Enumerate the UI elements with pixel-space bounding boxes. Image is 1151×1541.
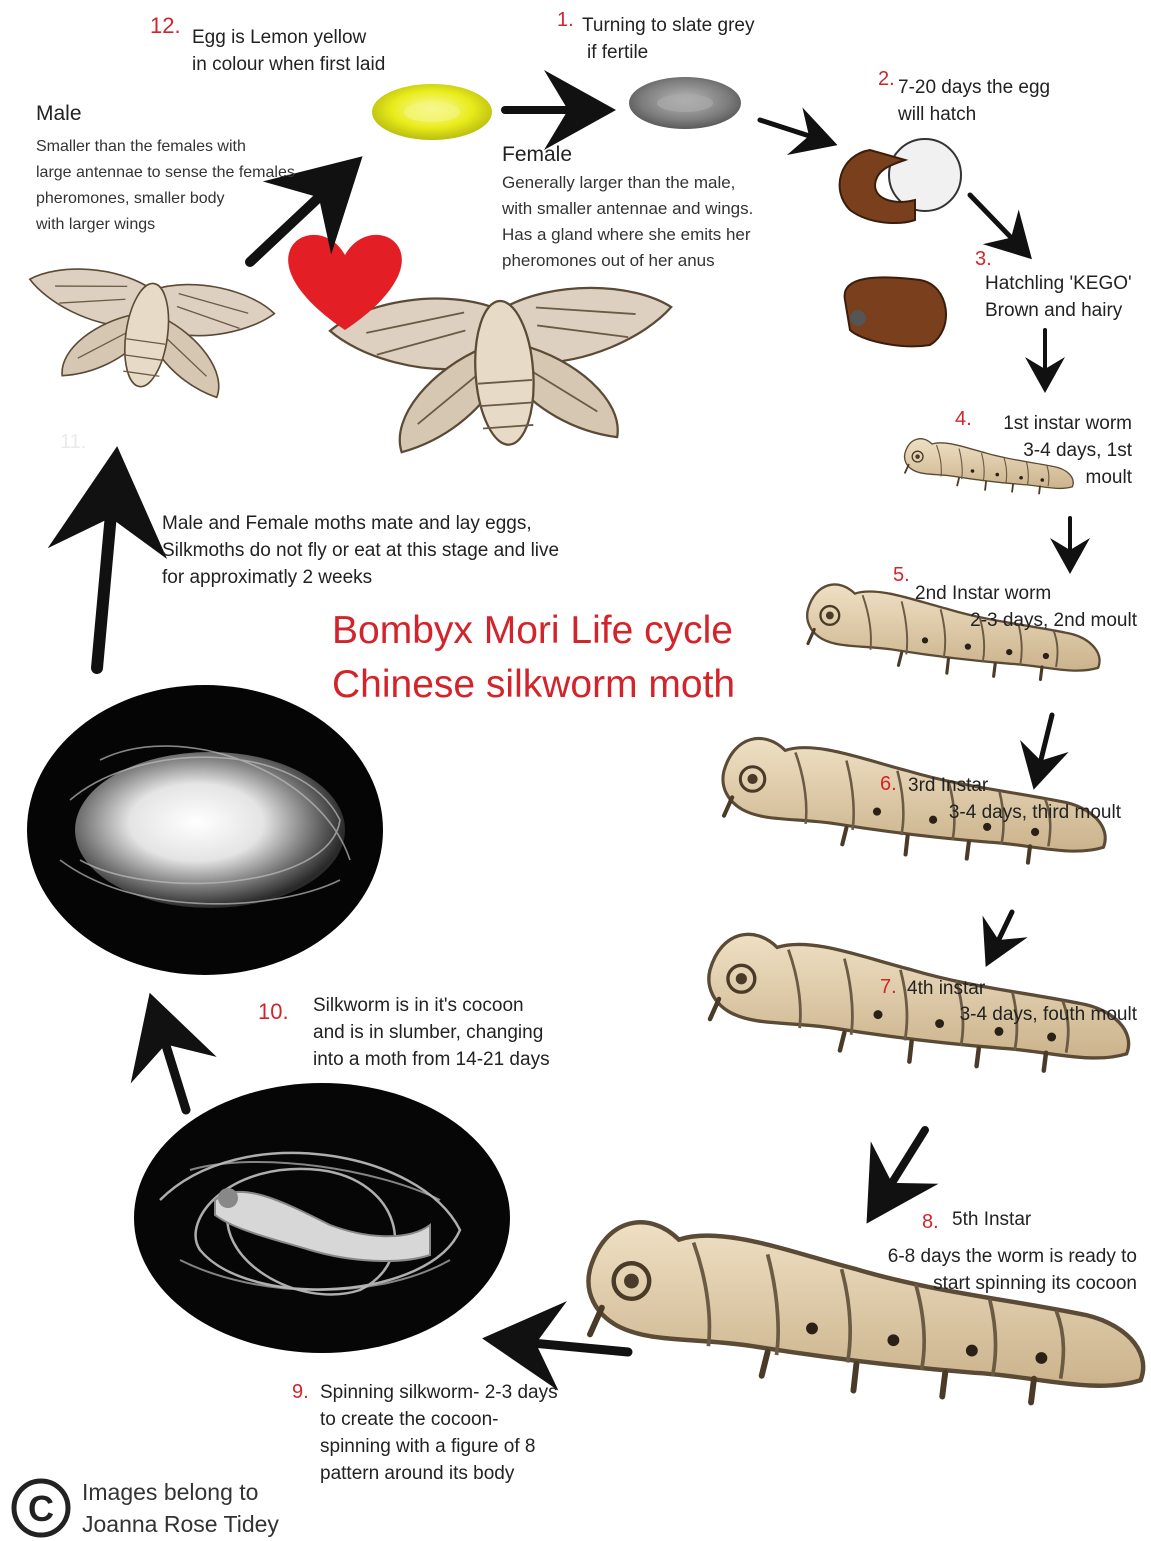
arrow-icon xyxy=(97,470,115,668)
stage-12-number: 12. xyxy=(150,14,181,38)
stage-3-line-2: Brown and hairy xyxy=(985,297,1122,324)
stage-1-number: 1. xyxy=(557,8,574,32)
stage-9-line-1: Spinning silkworm- 2-3 days xyxy=(320,1379,558,1406)
female-line-4: pheromones out of her anus xyxy=(502,248,715,274)
stage-9-line-4: pattern around its body xyxy=(320,1460,514,1487)
stage-10-line-3: into a moth from 14-21 days xyxy=(313,1046,550,1073)
female-line-2: with smaller antennae and wings. xyxy=(502,196,753,222)
hatchling-with-eggshell xyxy=(840,139,961,346)
credit-line-1: Images belong to xyxy=(82,1476,279,1508)
stage-7-line-2: 3-4 days, fouth moult xyxy=(960,1001,1137,1028)
female-heading: Female xyxy=(502,143,572,167)
cocoon xyxy=(27,685,383,975)
stage-7-number: 7. xyxy=(880,975,897,999)
male-line-1: Smaller than the females with xyxy=(36,134,246,160)
stage-12-line-1: Egg is Lemon yellow xyxy=(192,24,366,51)
stage-9-line-3: spinning with a figure of 8 xyxy=(320,1433,535,1460)
stage-8-line-1: 5th Instar xyxy=(952,1206,1031,1233)
female-moth xyxy=(328,282,680,457)
stage-12-line-2: in colour when first laid xyxy=(192,51,385,78)
stage-6-line-2: 3-4 days, third moult xyxy=(949,799,1121,826)
female-line-3: Has a gland where she emits her xyxy=(502,222,751,248)
female-line-1: Generally larger than the male, xyxy=(502,170,735,196)
stage-11-line-2: Silkmoths do not fly or eat at this stag… xyxy=(162,537,559,564)
male-line-2: large antennae to sense the females xyxy=(36,160,295,186)
stage-6-number: 6. xyxy=(880,772,897,796)
copyright-symbol: C xyxy=(28,1488,54,1529)
arrow-icon xyxy=(970,195,1025,252)
title-line-1: Bombyx Mori Life cycle xyxy=(332,604,735,658)
stage-7-line-1: 4th instar xyxy=(907,975,985,1002)
copyright-icon: C xyxy=(8,1478,74,1538)
credit-line-2: Joanna Rose Tidey xyxy=(82,1508,279,1540)
stage-5-line-2: 2-3 days, 2nd moult xyxy=(970,607,1137,634)
stage-2-number: 2. xyxy=(878,67,895,91)
stage-5-line-1: 2nd Instar worm xyxy=(915,580,1051,607)
stage-10-number: 10. xyxy=(258,1000,289,1024)
stage-1-line-2: if fertile xyxy=(587,39,648,66)
diagram-title: Bombyx Mori Life cycle Chinese silkworm … xyxy=(332,604,735,712)
stage-4-line-2: 3-4 days, 1st xyxy=(1023,437,1132,464)
arrow-icon xyxy=(1036,715,1052,780)
male-line-3: pheromones, smaller body xyxy=(36,186,225,212)
stage-9-line-2: to create the cocoon- xyxy=(320,1406,499,1433)
stage-4-line-1: 1st instar worm xyxy=(1003,410,1132,437)
spinning-cocoon xyxy=(134,1083,510,1353)
stage-6-line-1: 3rd Instar xyxy=(908,772,988,799)
arrow-icon xyxy=(155,1010,186,1110)
stage-3-number: 3. xyxy=(975,247,992,271)
male-line-4: with larger wings xyxy=(36,212,155,238)
stage-8-line-3: start spinning its cocoon xyxy=(933,1270,1137,1297)
male-moth xyxy=(17,261,277,404)
stage-11-line-1: Male and Female moths mate and lay eggs, xyxy=(162,510,532,537)
stage-2-line-1: 7-20 days the egg xyxy=(898,74,1050,101)
stage-4-line-3: moult xyxy=(1086,464,1132,491)
stage-10-line-2: and is in slumber, changing xyxy=(313,1019,543,1046)
stage-11-number: 11. xyxy=(60,430,86,454)
arrow-icon xyxy=(990,912,1012,958)
stage-8-line-2: 6-8 days the worm is ready to xyxy=(888,1243,1137,1270)
title-line-2: Chinese silkworm moth xyxy=(332,658,735,712)
credit-text: Images belong to Joanna Rose Tidey xyxy=(82,1476,279,1540)
arrow-icon xyxy=(500,1340,628,1352)
male-heading: Male xyxy=(36,102,82,126)
arrow-icon xyxy=(760,120,828,142)
stage-11-line-3: for approximatly 2 weeks xyxy=(162,564,372,591)
stage-10-line-1: Silkworm is in it's cocoon xyxy=(313,992,524,1019)
stage-5-number: 5. xyxy=(893,563,910,587)
stage-8-number: 8. xyxy=(922,1210,939,1234)
stage-2-line-2: will hatch xyxy=(898,101,976,128)
arrow-icon xyxy=(875,1130,925,1210)
stage-1-line-1: Turning to slate grey xyxy=(582,12,755,39)
stage-3-line-1: Hatchling 'KEGO' xyxy=(985,270,1132,297)
stage-9-number: 9. xyxy=(292,1380,309,1404)
stage-4-number: 4. xyxy=(955,407,972,431)
